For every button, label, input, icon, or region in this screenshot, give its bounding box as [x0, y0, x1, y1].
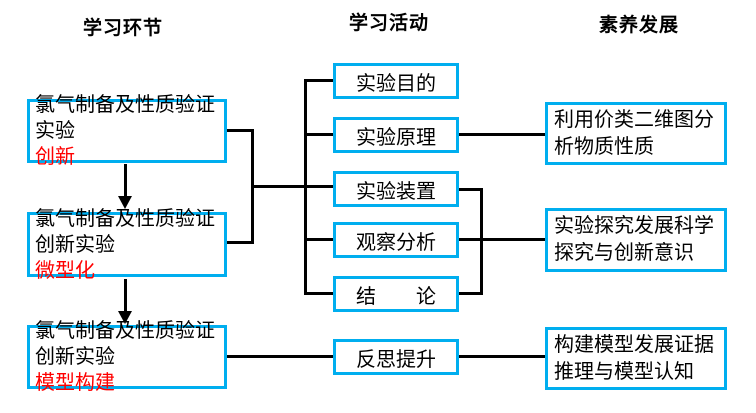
connector-line: [459, 292, 483, 295]
activity-label: 实验原理: [356, 126, 436, 149]
stage-box-experiment-innovation: 氯气制备及性质验证实验创新: [27, 94, 227, 168]
activity-label: 反思提升: [356, 348, 436, 371]
connector-line: [227, 355, 333, 358]
outcome-box-inquiry-innovation: 实验探究发展科学探究与创新意识: [545, 208, 727, 272]
connector-line: [459, 355, 545, 358]
activity-box-experiment-purpose: 实验目的: [333, 63, 459, 99]
outcome-label: 利用价类二维图分析物质性质: [554, 108, 714, 158]
activity-box-reflection-improvement: 反思提升: [333, 339, 459, 375]
connector-line: [459, 238, 545, 241]
stage-box-model-building: 氯气制备及性质验证创新实验模型构建: [27, 320, 227, 394]
outcome-box-valence-category-diagram: 利用价类二维图分析物质性质: [545, 102, 727, 165]
connector-line: [459, 188, 483, 191]
column-header-learning-activities: 学习活动: [349, 13, 430, 34]
stage-text-black: 氯气制备及性质验证创新实验: [35, 207, 215, 256]
connector-line: [304, 79, 333, 82]
stage-text-red: 创新: [35, 146, 75, 168]
stage-text-red: 微型化: [35, 259, 95, 282]
stage-box-miniaturization: 氯气制备及性质验证创新实验微型化: [27, 208, 227, 282]
activity-box-experiment-principle: 实验原理: [333, 117, 459, 153]
column-header-literacy-development: 素养发展: [599, 15, 680, 36]
connector-line: [304, 292, 333, 295]
stage-text-black: 氯气制备及性质验证创新实验: [35, 320, 215, 368]
connector-line: [227, 241, 254, 244]
down-arrow-icon: [118, 196, 132, 209]
stage-text-black: 氯气制备及性质验证实验: [35, 94, 215, 142]
connector-line: [304, 133, 333, 136]
outcome-box-evidence-reasoning-model: 构建模型发展证据推理与模型认知: [545, 327, 727, 390]
connector-line: [227, 129, 254, 132]
connector-line: [251, 185, 333, 188]
activity-label: 结 论: [356, 285, 436, 308]
outcome-label: 实验探究发展科学探究与创新意识: [554, 215, 714, 264]
stage-text-red: 模型构建: [35, 372, 115, 394]
activity-box-observation-analysis: 观察分析: [333, 222, 459, 258]
activity-label: 实验目的: [356, 72, 436, 95]
connector-line: [304, 238, 333, 241]
activity-box-experiment-apparatus: 实验装置: [333, 171, 459, 207]
down-arrow-icon: [118, 311, 132, 324]
connector-line: [304, 79, 307, 295]
outcome-label: 构建模型发展证据推理与模型认知: [554, 333, 714, 383]
activity-label: 实验装置: [356, 180, 436, 203]
connector-line: [480, 188, 483, 295]
activity-box-conclusion: 结 论: [333, 276, 459, 312]
connector-line: [459, 133, 545, 136]
down-arrow-stem: [124, 164, 127, 197]
activity-label: 观察分析: [356, 231, 436, 254]
down-arrow-stem: [124, 279, 127, 312]
column-header-learning-stages: 学习环节: [83, 18, 164, 39]
